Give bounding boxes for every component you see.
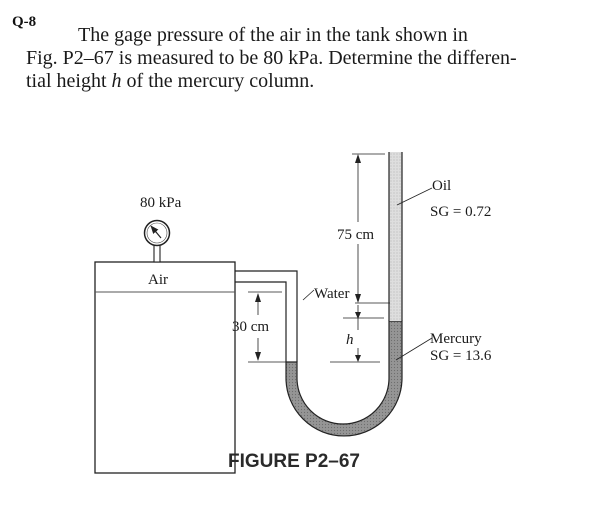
dimension-75cm [352, 153, 390, 304]
dimension-30cm-label: 30 cm [232, 319, 269, 335]
water-leader-line [302, 289, 315, 301]
problem-statement: The gage pressure of the air in the tank… [26, 24, 571, 93]
mercury-leader-line [395, 337, 433, 361]
figure-caption: FIGURE P2–67 [228, 451, 360, 472]
dimension-h-label: h [346, 332, 354, 348]
water-label: Water [314, 286, 349, 302]
pressure-gauge-icon [143, 219, 171, 263]
problem-line-1: The gage pressure of the air in the tank… [78, 24, 468, 46]
problem-line-3a: tial height [26, 70, 112, 92]
mercury-label: Mercury [430, 331, 482, 347]
right-tube-arm [388, 152, 403, 321]
dimension-75cm-label: 75 cm [337, 227, 374, 243]
oil-label: Oil [432, 178, 451, 194]
oil-column [389, 152, 402, 321]
problem-line-3b: of the mercury column. [121, 70, 315, 92]
air-label: Air [148, 272, 168, 288]
gauge-reading-label: 80 kPa [140, 195, 182, 211]
problem-line-2: Fig. P2–67 is measured to be 80 kPa. Det… [26, 47, 517, 69]
oil-sg-label: SG = 0.72 [430, 204, 491, 220]
connecting-pipe [235, 270, 298, 362]
dimension-h [330, 305, 384, 363]
mercury-sg-label: SG = 13.6 [430, 348, 492, 364]
oil-leader-line [396, 187, 433, 206]
problem-variable-h: h [111, 70, 122, 92]
air-tank [94, 261, 236, 474]
question-number: Q-8 [12, 14, 37, 30]
dimension-30cm [248, 291, 286, 363]
mercury-column [285, 320, 403, 437]
